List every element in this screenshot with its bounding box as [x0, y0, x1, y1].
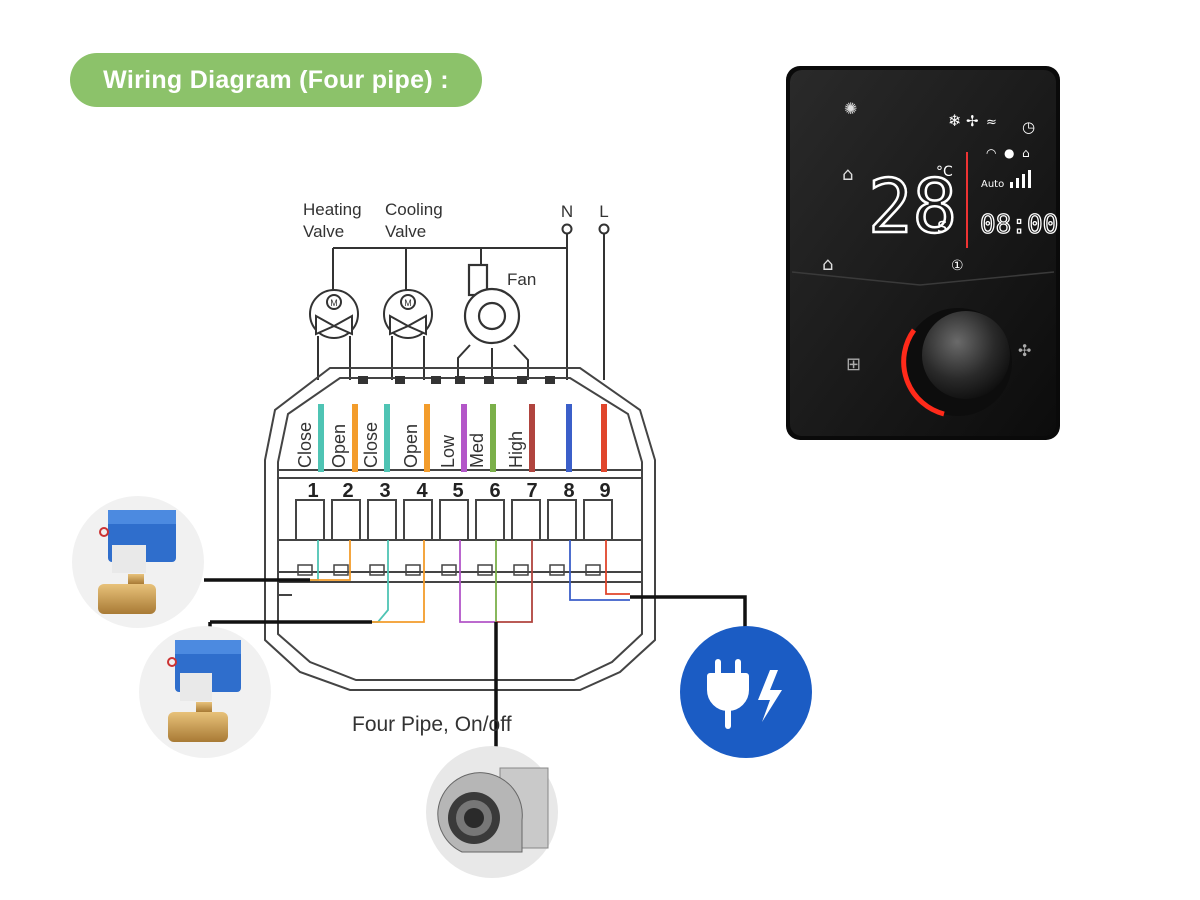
bottom-wiring	[204, 540, 747, 765]
knob-glow-ring	[901, 328, 945, 417]
eco-icon: ●	[1004, 146, 1014, 160]
fan-button-icon: ✣	[1018, 341, 1031, 360]
home-temp-icon: ⌂	[842, 164, 853, 185]
terminal-number-9: 9	[599, 480, 610, 502]
clock-icon: ◷	[1022, 118, 1035, 136]
wiring-caption: Four Pipe, On/off	[352, 713, 512, 736]
terminal-number-2: 2	[342, 480, 353, 502]
fan-label: Fan	[507, 270, 536, 289]
heating-valve-motor-label: M	[330, 298, 338, 308]
terminal-number-1: 1	[307, 480, 318, 502]
fan-mode-icon: ✢	[966, 112, 979, 130]
terminal-label-1: Close	[295, 422, 315, 468]
heating-valve-label-line2: Valve	[303, 222, 344, 241]
diagram-title: Wiring Diagram (Four pipe) :	[70, 53, 482, 107]
cooling-valve-label-line1: Cooling	[385, 200, 443, 219]
top-wiring	[317, 230, 605, 380]
terminal-wire-1	[318, 404, 324, 472]
terminal-label-4: Open	[401, 424, 421, 468]
terminal-label-6: Med	[467, 433, 487, 468]
sun-icon: ✺	[844, 99, 857, 118]
blower-fan-photo	[426, 746, 558, 878]
zone-valve-photo-1	[72, 496, 204, 628]
terminal-wire-2	[352, 404, 358, 472]
terminal-label-5: Low	[438, 434, 458, 468]
terminal-wire-4	[424, 404, 430, 472]
wifi-icon: ◠	[986, 146, 996, 160]
power-plug-icon	[680, 626, 812, 758]
terminal-wire-8	[566, 404, 572, 472]
temperature-display: 28	[868, 164, 957, 250]
neutral-terminal-icon	[561, 223, 573, 235]
menu-grid-icon: ⊞	[846, 354, 861, 375]
cooling-valve-label-line2: Valve	[385, 222, 426, 241]
terminal-number-5: 5	[452, 480, 463, 502]
terminal-label-7: High	[506, 431, 526, 468]
temperature-suffix: s	[937, 213, 947, 237]
terminal-wire-9	[601, 404, 607, 472]
terminal-wire-5	[461, 404, 467, 472]
terminal-number-4: 4	[416, 480, 428, 502]
terminal-wire-7	[529, 404, 535, 472]
terminal-number-8: 8	[563, 480, 574, 502]
terminal-number-6: 6	[489, 480, 500, 502]
smart-thermostat-device: ✺ ❄ ✢ ≈ ◷ ◠ ● ⌂ ⌂ ⌂ 28 °C s Auto 08:00 ①…	[786, 66, 1060, 440]
zone-valve-photo-2	[139, 626, 271, 758]
heating-valve-icon	[309, 289, 359, 339]
heating-valve-label-line1: Heating	[303, 200, 362, 219]
fan-icon	[463, 263, 521, 345]
live-label: L	[599, 202, 608, 221]
terminal-label-3: Close	[361, 422, 381, 468]
temperature-unit: °C	[936, 164, 953, 180]
live-terminal-icon	[598, 223, 610, 235]
control-knob	[922, 311, 1010, 399]
terminal-block	[295, 499, 613, 541]
connector-tabs	[358, 376, 555, 384]
fan-speed-bars-icon	[1010, 170, 1031, 188]
cooling-valve-icon	[383, 289, 433, 339]
power-icon: ①	[951, 258, 964, 274]
lock-icon: ⌂	[1022, 146, 1030, 160]
away-mode-icon: ⌂	[822, 254, 833, 275]
terminal-number-3: 3	[379, 480, 390, 502]
neutral-label: N	[561, 202, 573, 221]
terminal-wire-6	[490, 404, 496, 472]
terminal-label-2: Open	[329, 424, 349, 468]
snowflake-icon: ❄	[948, 111, 961, 130]
terminal-wire-3	[384, 404, 390, 472]
terminal-number-7: 7	[526, 480, 537, 502]
mode-display: Auto	[981, 179, 1004, 190]
time-display: 08:00	[980, 210, 1058, 240]
cooling-valve-motor-label: M	[404, 298, 412, 308]
bottom-connector-tabs	[297, 564, 601, 576]
heat-mode-icon: ≈	[986, 115, 997, 130]
